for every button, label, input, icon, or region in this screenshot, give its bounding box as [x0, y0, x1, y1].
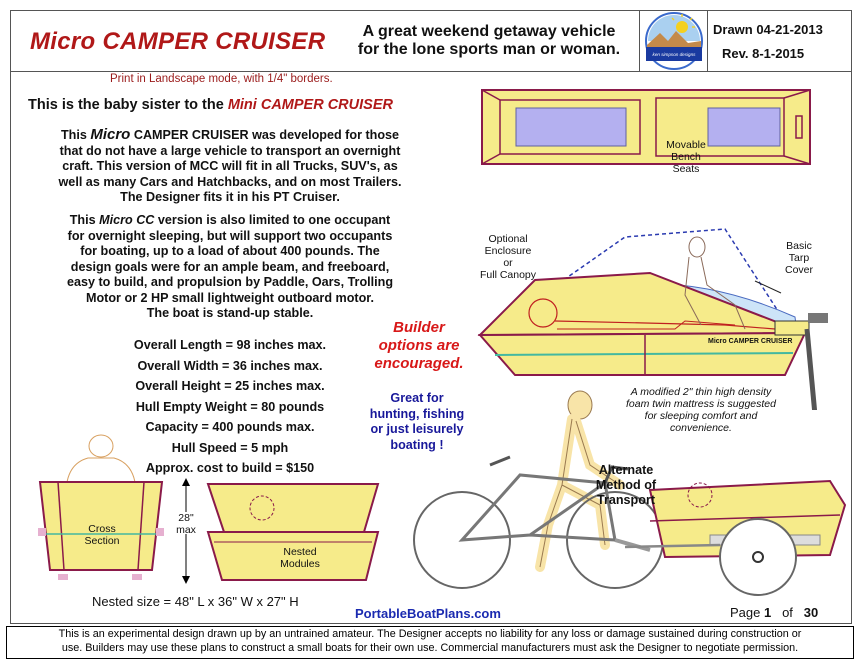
cross-section-drawing — [38, 434, 164, 580]
great-for-note: Great for hunting, fishing or just leisu… — [369, 391, 465, 452]
height-dimension-arrow — [178, 478, 194, 584]
enclosure-label: Optional Enclosure or Full Canopy — [479, 233, 537, 281]
spec-list: Overall Length = 98 inches max. Overall … — [95, 335, 365, 479]
description-paragraph-1: This Micro CAMPER CRUISER was developed … — [58, 126, 402, 204]
spec-speed: Hull Speed = 5 mph — [171, 440, 289, 455]
header-divider — [11, 71, 851, 72]
nested-modules-label: Nested Modules — [280, 546, 320, 570]
page-title: Micro CAMPER CRUISER — [30, 28, 326, 55]
movable-seats-label: Movable Bench Seats — [666, 139, 706, 175]
spec-capacity: Capacity = 400 pounds max. — [145, 420, 315, 434]
mattress-caption: A modified 2" thin high density foam twi… — [626, 386, 776, 434]
print-note: Print in Landscape mode, with 1/4" borde… — [110, 73, 333, 85]
tarp-label: Basic Tarp Cover — [784, 240, 813, 276]
logo-text: ken simpson designs — [653, 52, 697, 57]
header-divider-left — [639, 11, 640, 71]
cross-section-label: Cross Section — [84, 523, 120, 547]
description-paragraph-2: This Micro CC version is also limited to… — [66, 213, 394, 320]
side-view-drawing — [477, 228, 828, 410]
alternate-transport-label: Alternate Method of Transport — [595, 463, 657, 507]
spec-length: Overall Length = 98 inches max. — [133, 338, 327, 352]
top-view-drawing — [481, 89, 811, 165]
spec-cost: Approx. cost to build = $150 — [145, 461, 315, 475]
header-divider-right — [707, 11, 708, 71]
hull-name-label: Micro CAMPER CRUISER — [708, 338, 793, 345]
tagline: A great weekend getaway vehicle for the … — [357, 23, 621, 58]
disclaimer-box: This is an experimental design drawn up … — [6, 626, 854, 659]
designer-logo: ken simpson designs — [645, 12, 703, 70]
builder-options-note: Builder options are encouraged. — [374, 319, 464, 372]
bike-trailer-drawing — [413, 390, 847, 596]
nested-modules-drawing — [206, 483, 380, 581]
spec-height: Overall Height = 25 inches max. — [135, 379, 325, 393]
intro-line: This is the baby sister to the Mini CAMP… — [28, 97, 393, 113]
revision-date: Rev. 8-1-2015 — [722, 46, 805, 61]
drawn-date: Drawn 04-21-2013 — [713, 22, 823, 37]
page-indicator: Page 1 of 30 — [730, 605, 819, 620]
spec-width: Overall Width = 36 inches max. — [137, 358, 323, 373]
website-link[interactable]: PortableBoatPlans.com — [355, 606, 501, 621]
spec-weight: Hull Empty Weight = 80 pounds — [135, 399, 325, 414]
height-dimension-label: 28" max — [176, 512, 196, 536]
nested-size-note: Nested size = 48" L x 36" W x 27" H — [92, 594, 299, 609]
